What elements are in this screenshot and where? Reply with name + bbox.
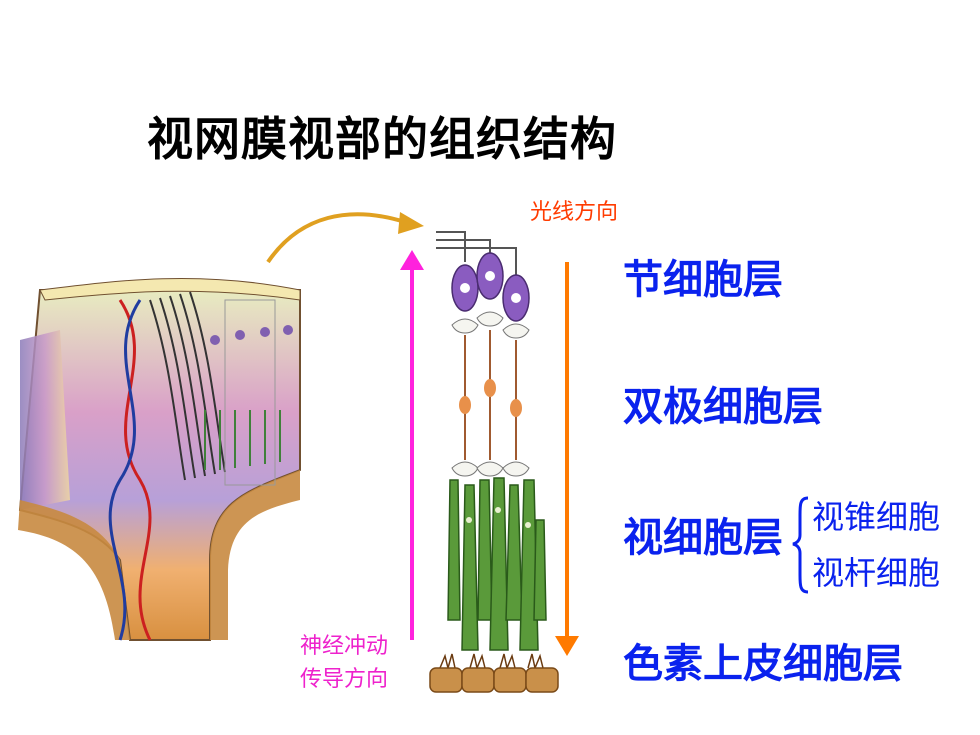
rod-cell-label: 视杆细胞 [812,554,941,592]
pigment-epithelium [429,653,559,693]
nerve-impulse-label: 神经冲动 传导方向 [300,630,388,696]
photoreceptor-cells [447,477,547,651]
layer-label-photoreceptor: 视细胞层 [623,515,783,561]
nerve-impulse-label-line-2: 传导方向 [300,667,389,692]
light-direction-arrow [555,262,579,656]
light-direction-label: 光线方向 [530,200,619,225]
ganglion-axons [436,231,517,278]
layer-label-pigment: 色素上皮细胞层 [623,641,903,687]
nerve-impulse-arrow [400,250,424,640]
bipolar-cells [451,330,530,477]
photoreceptor-brace [792,496,809,594]
layer-label-bipolar: 双极细胞层 [623,384,823,430]
layer-label-ganglion: 节细胞层 [623,257,783,303]
page-title: 视网膜视部的组织结构 [147,112,617,166]
ganglion-cells [451,252,530,339]
retina-tissue-block [18,277,301,641]
cone-cell-label: 视锥细胞 [812,498,941,536]
nerve-impulse-label-line-1: 神经冲动 [300,634,389,659]
zoom-pointer-arrow [266,212,424,264]
